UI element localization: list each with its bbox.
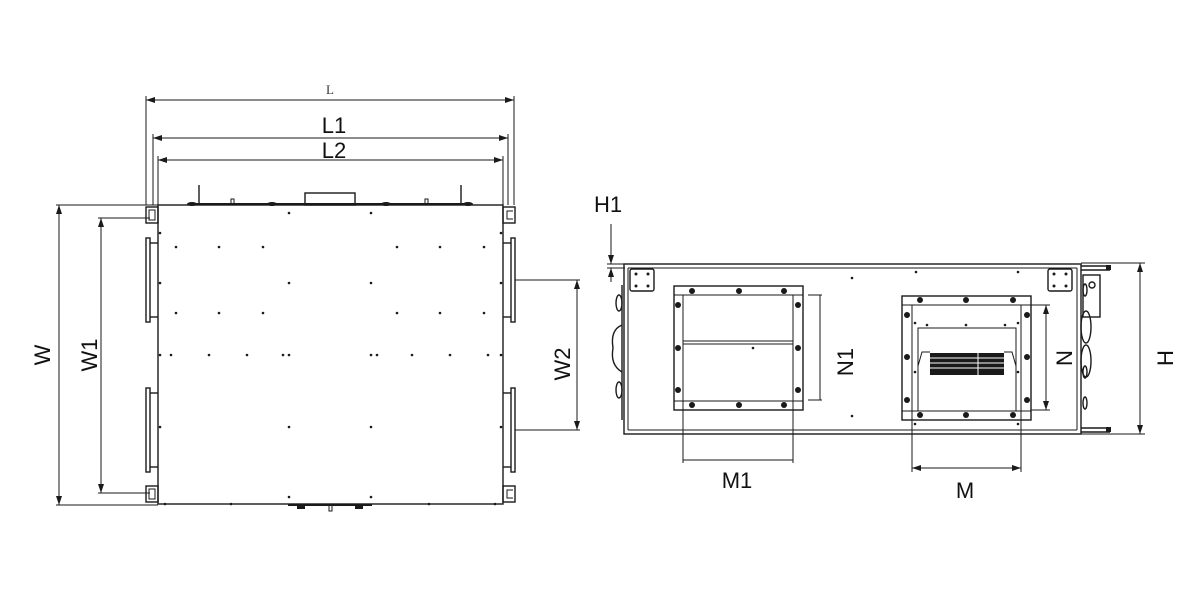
dimension-W: W	[30, 204, 158, 506]
label-M1: M1	[722, 468, 753, 493]
dimension-W1: W1	[77, 217, 150, 494]
dimension-W2: W2	[515, 279, 580, 431]
top-fittings	[187, 185, 473, 206]
mounting-brackets	[629, 268, 1073, 292]
label-L2: L2	[322, 138, 346, 163]
unit-body-side	[623, 263, 1082, 435]
right-flanges	[503, 237, 516, 473]
label-W: W	[30, 344, 55, 365]
label-W1: W1	[77, 339, 102, 372]
supply-air-opening	[901, 295, 1032, 426]
fan-housing	[917, 327, 1017, 412]
label-L: L	[326, 82, 334, 97]
side-rivets	[850, 270, 1020, 418]
right-side-components	[1080, 265, 1111, 433]
label-N1: N1	[833, 348, 858, 376]
dimension-N1: N1	[808, 294, 858, 401]
label-H: H	[1153, 350, 1178, 366]
label-N: N	[1052, 350, 1077, 366]
left-handle	[611, 285, 623, 420]
dimension-L: L	[145, 82, 515, 205]
blower-fan	[930, 353, 1004, 375]
label-W2: W2	[550, 348, 575, 381]
rivet-dots	[158, 211, 503, 506]
dimension-H: H	[1081, 262, 1178, 435]
left-flanges	[145, 237, 158, 473]
top-view: L L1 L2	[30, 82, 580, 512]
dimension-L2: L2	[157, 138, 504, 205]
label-H1: H1	[594, 192, 622, 217]
label-M: M	[956, 478, 974, 503]
dimension-L1: L1	[152, 113, 509, 205]
dimension-M: M	[911, 411, 1022, 503]
bottom-fitting	[288, 504, 372, 512]
dimension-N: N	[1031, 304, 1077, 411]
return-air-opening	[673, 285, 804, 411]
label-L1: L1	[322, 113, 346, 138]
corner-brackets	[145, 206, 516, 503]
dimension-M1: M1	[682, 401, 794, 493]
side-view: H1	[594, 192, 1178, 503]
dimension-H1: H1	[594, 192, 625, 282]
